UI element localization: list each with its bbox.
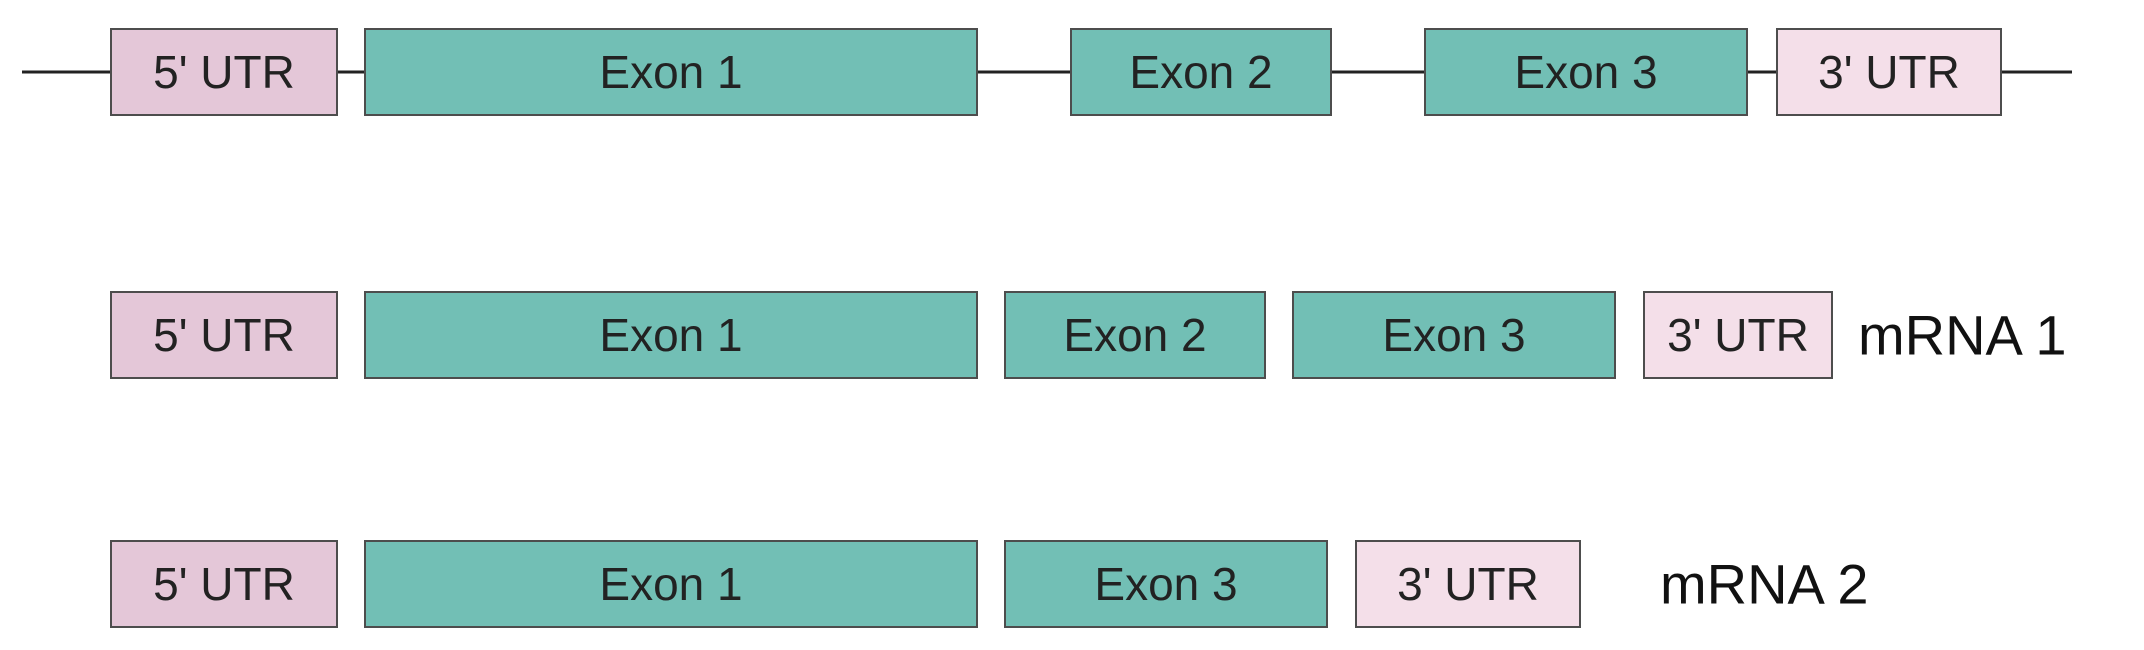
- gene-5utr-label: 5' UTR: [153, 46, 295, 98]
- gene-3utr-label: 3' UTR: [1818, 46, 1960, 98]
- mrna1-exon3-box: Exon 3: [1292, 291, 1616, 379]
- gene-exon2-label: Exon 2: [1129, 46, 1273, 98]
- mrna2-label: mRNA 2: [1660, 552, 1869, 616]
- mrna1-label: mRNA 1: [1858, 303, 2067, 367]
- mrna2-3utr-label: 3' UTR: [1397, 558, 1539, 610]
- mrna1-exon1-label: Exon 1: [599, 309, 743, 361]
- mrna1-row: 5' UTR Exon 1 Exon 2 Exon 3 3' UTR mRNA …: [0, 285, 2144, 385]
- mrna2-exon3-box: Exon 3: [1004, 540, 1328, 628]
- gene-row: 5' UTR Exon 1 Exon 2 Exon 3 3' UTR: [0, 22, 2144, 122]
- mrna1-3utr-label: 3' UTR: [1667, 309, 1809, 361]
- mrna2-row: 5' UTR Exon 1 Exon 3 3' UTR mRNA 2: [0, 534, 2144, 634]
- mrna1-5utr-label: 5' UTR: [153, 309, 295, 361]
- intron-line: [22, 70, 2072, 74]
- mrna2-exon3-label: Exon 3: [1094, 558, 1238, 610]
- gene-5utr-box: 5' UTR: [110, 28, 338, 116]
- mrna1-exon1-box: Exon 1: [364, 291, 978, 379]
- mrna1-exon2-box: Exon 2: [1004, 291, 1266, 379]
- mrna2-exon1-label: Exon 1: [599, 558, 743, 610]
- gene-exon3-label: Exon 3: [1514, 46, 1658, 98]
- mrna2-exon1-box: Exon 1: [364, 540, 978, 628]
- gene-exon1-box: Exon 1: [364, 28, 978, 116]
- mrna2-5utr-label: 5' UTR: [153, 558, 295, 610]
- mrna1-3utr-box: 3' UTR: [1643, 291, 1833, 379]
- gene-exon2-box: Exon 2: [1070, 28, 1332, 116]
- mrna1-exon2-label: Exon 2: [1063, 309, 1207, 361]
- mrna1-exon3-label: Exon 3: [1382, 309, 1526, 361]
- mrna1-5utr-box: 5' UTR: [110, 291, 338, 379]
- mrna2-5utr-box: 5' UTR: [110, 540, 338, 628]
- gene-3utr-box: 3' UTR: [1776, 28, 2002, 116]
- gene-exon3-box: Exon 3: [1424, 28, 1748, 116]
- gene-exon1-label: Exon 1: [599, 46, 743, 98]
- mrna2-3utr-box: 3' UTR: [1355, 540, 1581, 628]
